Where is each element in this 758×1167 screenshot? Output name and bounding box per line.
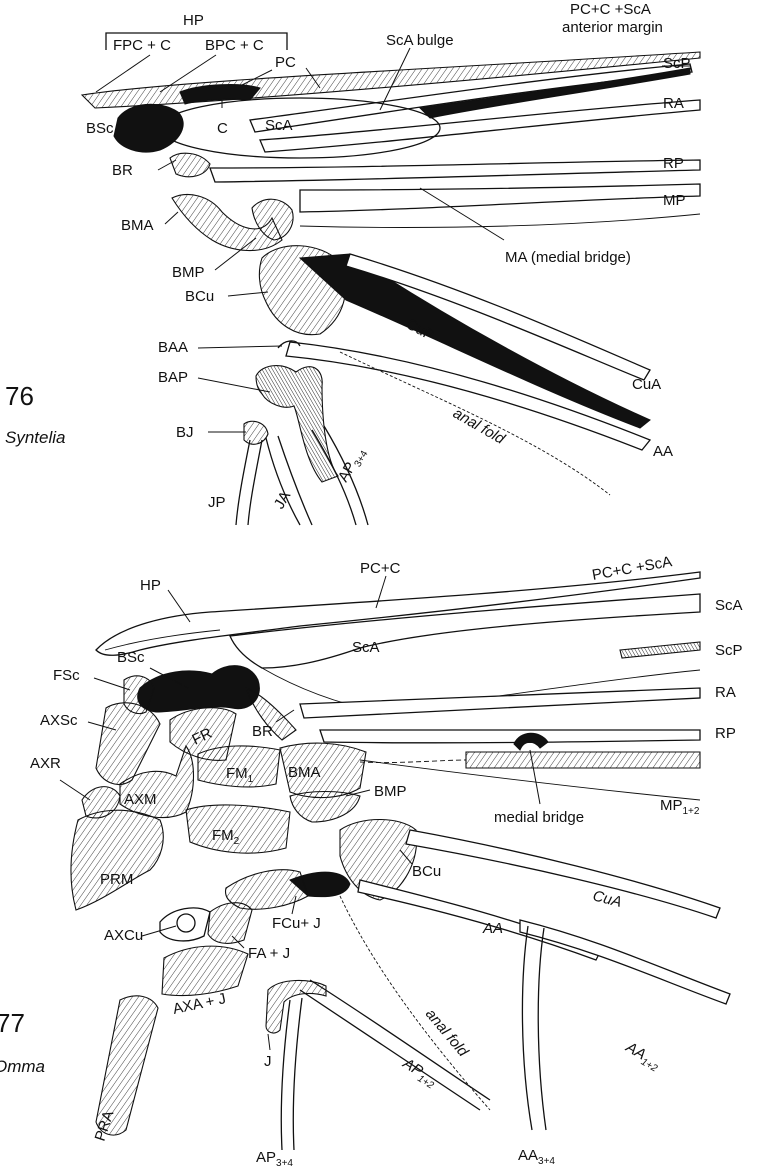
bap-sclerite	[256, 366, 338, 482]
label-bcu-77: BCu	[412, 863, 441, 880]
label-sca-76: ScA	[265, 117, 293, 134]
figure-number-77: 77	[0, 1008, 25, 1038]
label-sca-right: ScA	[715, 597, 743, 614]
label-anterior-margin-1: PC+C +ScA	[570, 1, 651, 18]
label-jp: JP	[208, 494, 226, 511]
label-br-76: BR	[112, 162, 133, 179]
label-j: J	[264, 1053, 272, 1070]
aa34-vein	[522, 926, 546, 1130]
ptr-baa	[198, 346, 282, 348]
ra-vein-77	[300, 688, 700, 718]
label-bap: BAP	[158, 369, 188, 386]
label-mp12: MP1+2	[660, 797, 700, 817]
label-scp-77: ScP	[715, 642, 743, 659]
ap34-vein-77	[281, 998, 302, 1150]
label-bcu-76: BCu	[185, 288, 214, 305]
label-axm: AXM	[124, 791, 157, 808]
label-aa-76: AA	[653, 443, 673, 460]
br-sclerite	[170, 153, 210, 177]
cup-vein	[300, 254, 650, 428]
rp-vein	[210, 160, 700, 182]
label-bmp-77: BMP	[374, 783, 407, 800]
label-pc-c: PC+C	[360, 560, 401, 577]
label-rp-76: RP	[663, 155, 684, 172]
figure-77: HP PC+C PC+C +ScA ScA ScA ScP BSc FSc AX…	[0, 553, 743, 1167]
label-medial-bridge: medial bridge	[494, 809, 584, 826]
bsc-sclerite-77	[138, 666, 260, 712]
label-cua-76: CuA	[632, 376, 661, 393]
label-ra-77: RA	[715, 684, 736, 701]
label-mp-76: MP	[663, 192, 686, 209]
label-hp-76: HP	[183, 12, 204, 29]
ptr-bma	[165, 212, 178, 224]
label-bma-76: BMA	[121, 217, 154, 234]
axcu-sclerite	[160, 908, 210, 941]
label-anal-fold-77: anal fold	[422, 1006, 472, 1061]
label-bj: BJ	[176, 424, 194, 441]
label-bmp-76: BMP	[172, 264, 205, 281]
label-bsc-77: BSc	[117, 649, 145, 666]
taxon-omma: Omma	[0, 1057, 45, 1076]
jp-vein	[236, 440, 262, 525]
label-anal-fold-76: anal fold	[450, 405, 508, 448]
label-c: C	[217, 120, 228, 137]
bj-sclerite	[244, 421, 268, 444]
ptr-pc-c	[376, 576, 386, 608]
mp-vein	[300, 184, 700, 212]
label-aa34: AA3+4	[518, 1147, 555, 1167]
label-bsc-76: BSc	[86, 120, 114, 137]
aa-branch-1	[520, 920, 730, 1004]
label-axcu: AXCu	[104, 927, 143, 944]
label-sca-77: ScA	[352, 639, 380, 656]
ptr-axr	[60, 780, 90, 800]
label-hp-77: HP	[140, 577, 161, 594]
label-axr: AXR	[30, 755, 61, 772]
label-fa-j: FA + J	[248, 945, 290, 962]
label-pc: PC	[275, 54, 296, 71]
mp12-band	[466, 752, 700, 768]
ptr-axcu	[142, 926, 176, 936]
label-sca-bulge: ScA bulge	[386, 32, 454, 49]
label-bma-77: BMA	[288, 764, 321, 781]
axa-j-sclerite	[162, 946, 248, 995]
axcu-socket	[177, 914, 195, 932]
label-fcu-j: FCu+ J	[272, 915, 321, 932]
mp-lower-vein	[300, 214, 700, 228]
j-sclerite	[266, 980, 326, 1033]
label-fpc-c: FPC + C	[113, 37, 171, 54]
label-aa12: AA1+2	[621, 1038, 664, 1075]
label-scp-76: ScP	[663, 55, 691, 72]
label-baa: BAA	[158, 339, 188, 356]
bmp-sclerite-77	[290, 792, 360, 823]
label-prm: PRM	[100, 871, 133, 888]
label-axsc: AXSc	[40, 712, 78, 729]
label-ra-76: RA	[663, 95, 684, 112]
label-rp-77: RP	[715, 725, 736, 742]
label-ap34-77: AP3+4	[256, 1149, 293, 1167]
label-bpc-c: BPC + C	[205, 37, 264, 54]
ptr-fpc	[96, 55, 150, 92]
taxon-syntelia: Syntelia	[5, 428, 65, 447]
label-aa-77: AA	[482, 920, 503, 937]
label-ma-medial-bridge: MA (medial bridge)	[505, 249, 631, 266]
figure-76: HP FPC + C BPC + C PC C ScA ScA bulge PC…	[5, 1, 700, 525]
label-cua-77: CuA	[591, 887, 623, 911]
label-br-77: BR	[252, 723, 273, 740]
prm-sclerite	[71, 810, 163, 910]
figure-number-76: 76	[5, 381, 34, 411]
ptr-j	[268, 1034, 270, 1050]
label-anterior-margin-2: anterior margin	[562, 19, 663, 36]
aa-vein-77	[358, 880, 600, 960]
rp-vein-77	[320, 730, 700, 743]
fa-j-sclerite	[208, 903, 252, 944]
ja-vein	[266, 436, 312, 525]
label-fsc: FSc	[53, 667, 80, 684]
hp-inner	[105, 630, 220, 650]
scp-vein-77	[620, 642, 700, 658]
